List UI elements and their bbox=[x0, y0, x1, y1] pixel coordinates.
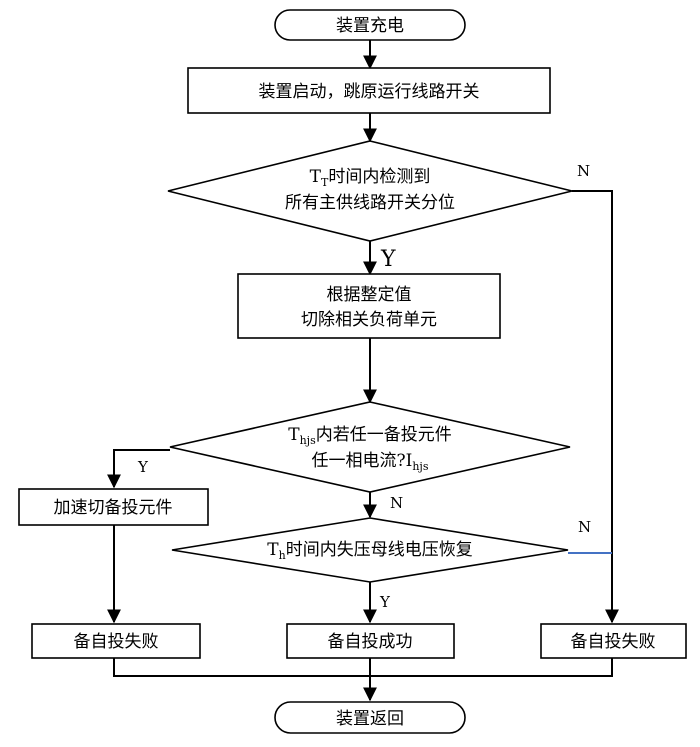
edge-current-yes bbox=[107, 449, 170, 489]
current-line1: Thjs内若任一备投元件 bbox=[288, 425, 451, 447]
fail-left-label: 备自投失败 bbox=[74, 632, 159, 652]
accel-box: 加速切备投元件 bbox=[18, 488, 209, 526]
fail-right-label: 备自投失败 bbox=[571, 632, 656, 652]
voltage-symbol: T bbox=[267, 540, 279, 560]
voltage-no-label: N bbox=[578, 518, 591, 536]
cut-line2: 切除相关负荷单元 bbox=[301, 310, 437, 330]
startup-box: 装置启动，跳原运行线路开关 bbox=[187, 67, 551, 114]
fail-right-box: 备自投失败 bbox=[540, 623, 687, 659]
detect-decision: TT时间内检测到 所有主供线路开关分位 bbox=[167, 140, 573, 242]
current-symbol: T bbox=[288, 425, 300, 445]
current-subscript: hjs bbox=[300, 434, 316, 447]
end-terminator: 装置返回 bbox=[274, 701, 466, 734]
current-line1-text: 内若任一备投元件 bbox=[316, 425, 452, 445]
detect-line2: 所有主供线路开关分位 bbox=[285, 193, 455, 213]
detect-symbol: T bbox=[310, 167, 322, 187]
cut-line1: 根据整定值 bbox=[327, 285, 412, 305]
fail-left-box: 备自投失败 bbox=[31, 623, 201, 659]
success-box: 备自投成功 bbox=[286, 623, 455, 659]
current-line2: 任一相电流?Ihjs bbox=[312, 451, 429, 473]
voltage-yes-label: Y bbox=[379, 593, 391, 611]
detect-subscript: T bbox=[321, 176, 329, 189]
current-yes-label: Y bbox=[137, 458, 149, 476]
startup-label: 装置启动，跳原运行线路开关 bbox=[259, 82, 480, 102]
voltage-subscript: h bbox=[279, 549, 286, 562]
voltage-label: Th时间内失压母线电压恢复 bbox=[267, 540, 472, 562]
current-no-label: N bbox=[390, 494, 403, 512]
current-decision: Thjs内若任一备投元件 任一相电流?Ihjs bbox=[169, 401, 571, 493]
edge-detect-no bbox=[572, 190, 619, 624]
accel-label: 加速切备投元件 bbox=[54, 498, 173, 518]
success-label: 备自投成功 bbox=[328, 632, 413, 652]
cut-box: 根据整定值 切除相关负荷单元 bbox=[237, 273, 501, 339]
connectors bbox=[107, 40, 619, 702]
current-line2-text: 任一相电流?I bbox=[312, 451, 413, 471]
current-line2-subscript: hjs bbox=[412, 460, 428, 473]
edge-fail-left-down bbox=[113, 658, 370, 677]
start-terminator: 装置充电 bbox=[274, 9, 466, 41]
voltage-text: 时间内失压母线电压恢复 bbox=[286, 540, 473, 560]
start-label: 装置充电 bbox=[336, 16, 404, 36]
edge-fail-right-down bbox=[370, 658, 613, 677]
detect-no-label: N bbox=[577, 162, 590, 180]
end-label: 装置返回 bbox=[336, 709, 404, 729]
voltage-decision: Th时间内失压母线电压恢复 bbox=[171, 517, 569, 583]
detect-line1-text: 时间内检测到 bbox=[328, 167, 430, 187]
detect-line1: TT时间内检测到 bbox=[310, 167, 431, 189]
detect-yes-label: Y bbox=[380, 247, 396, 272]
